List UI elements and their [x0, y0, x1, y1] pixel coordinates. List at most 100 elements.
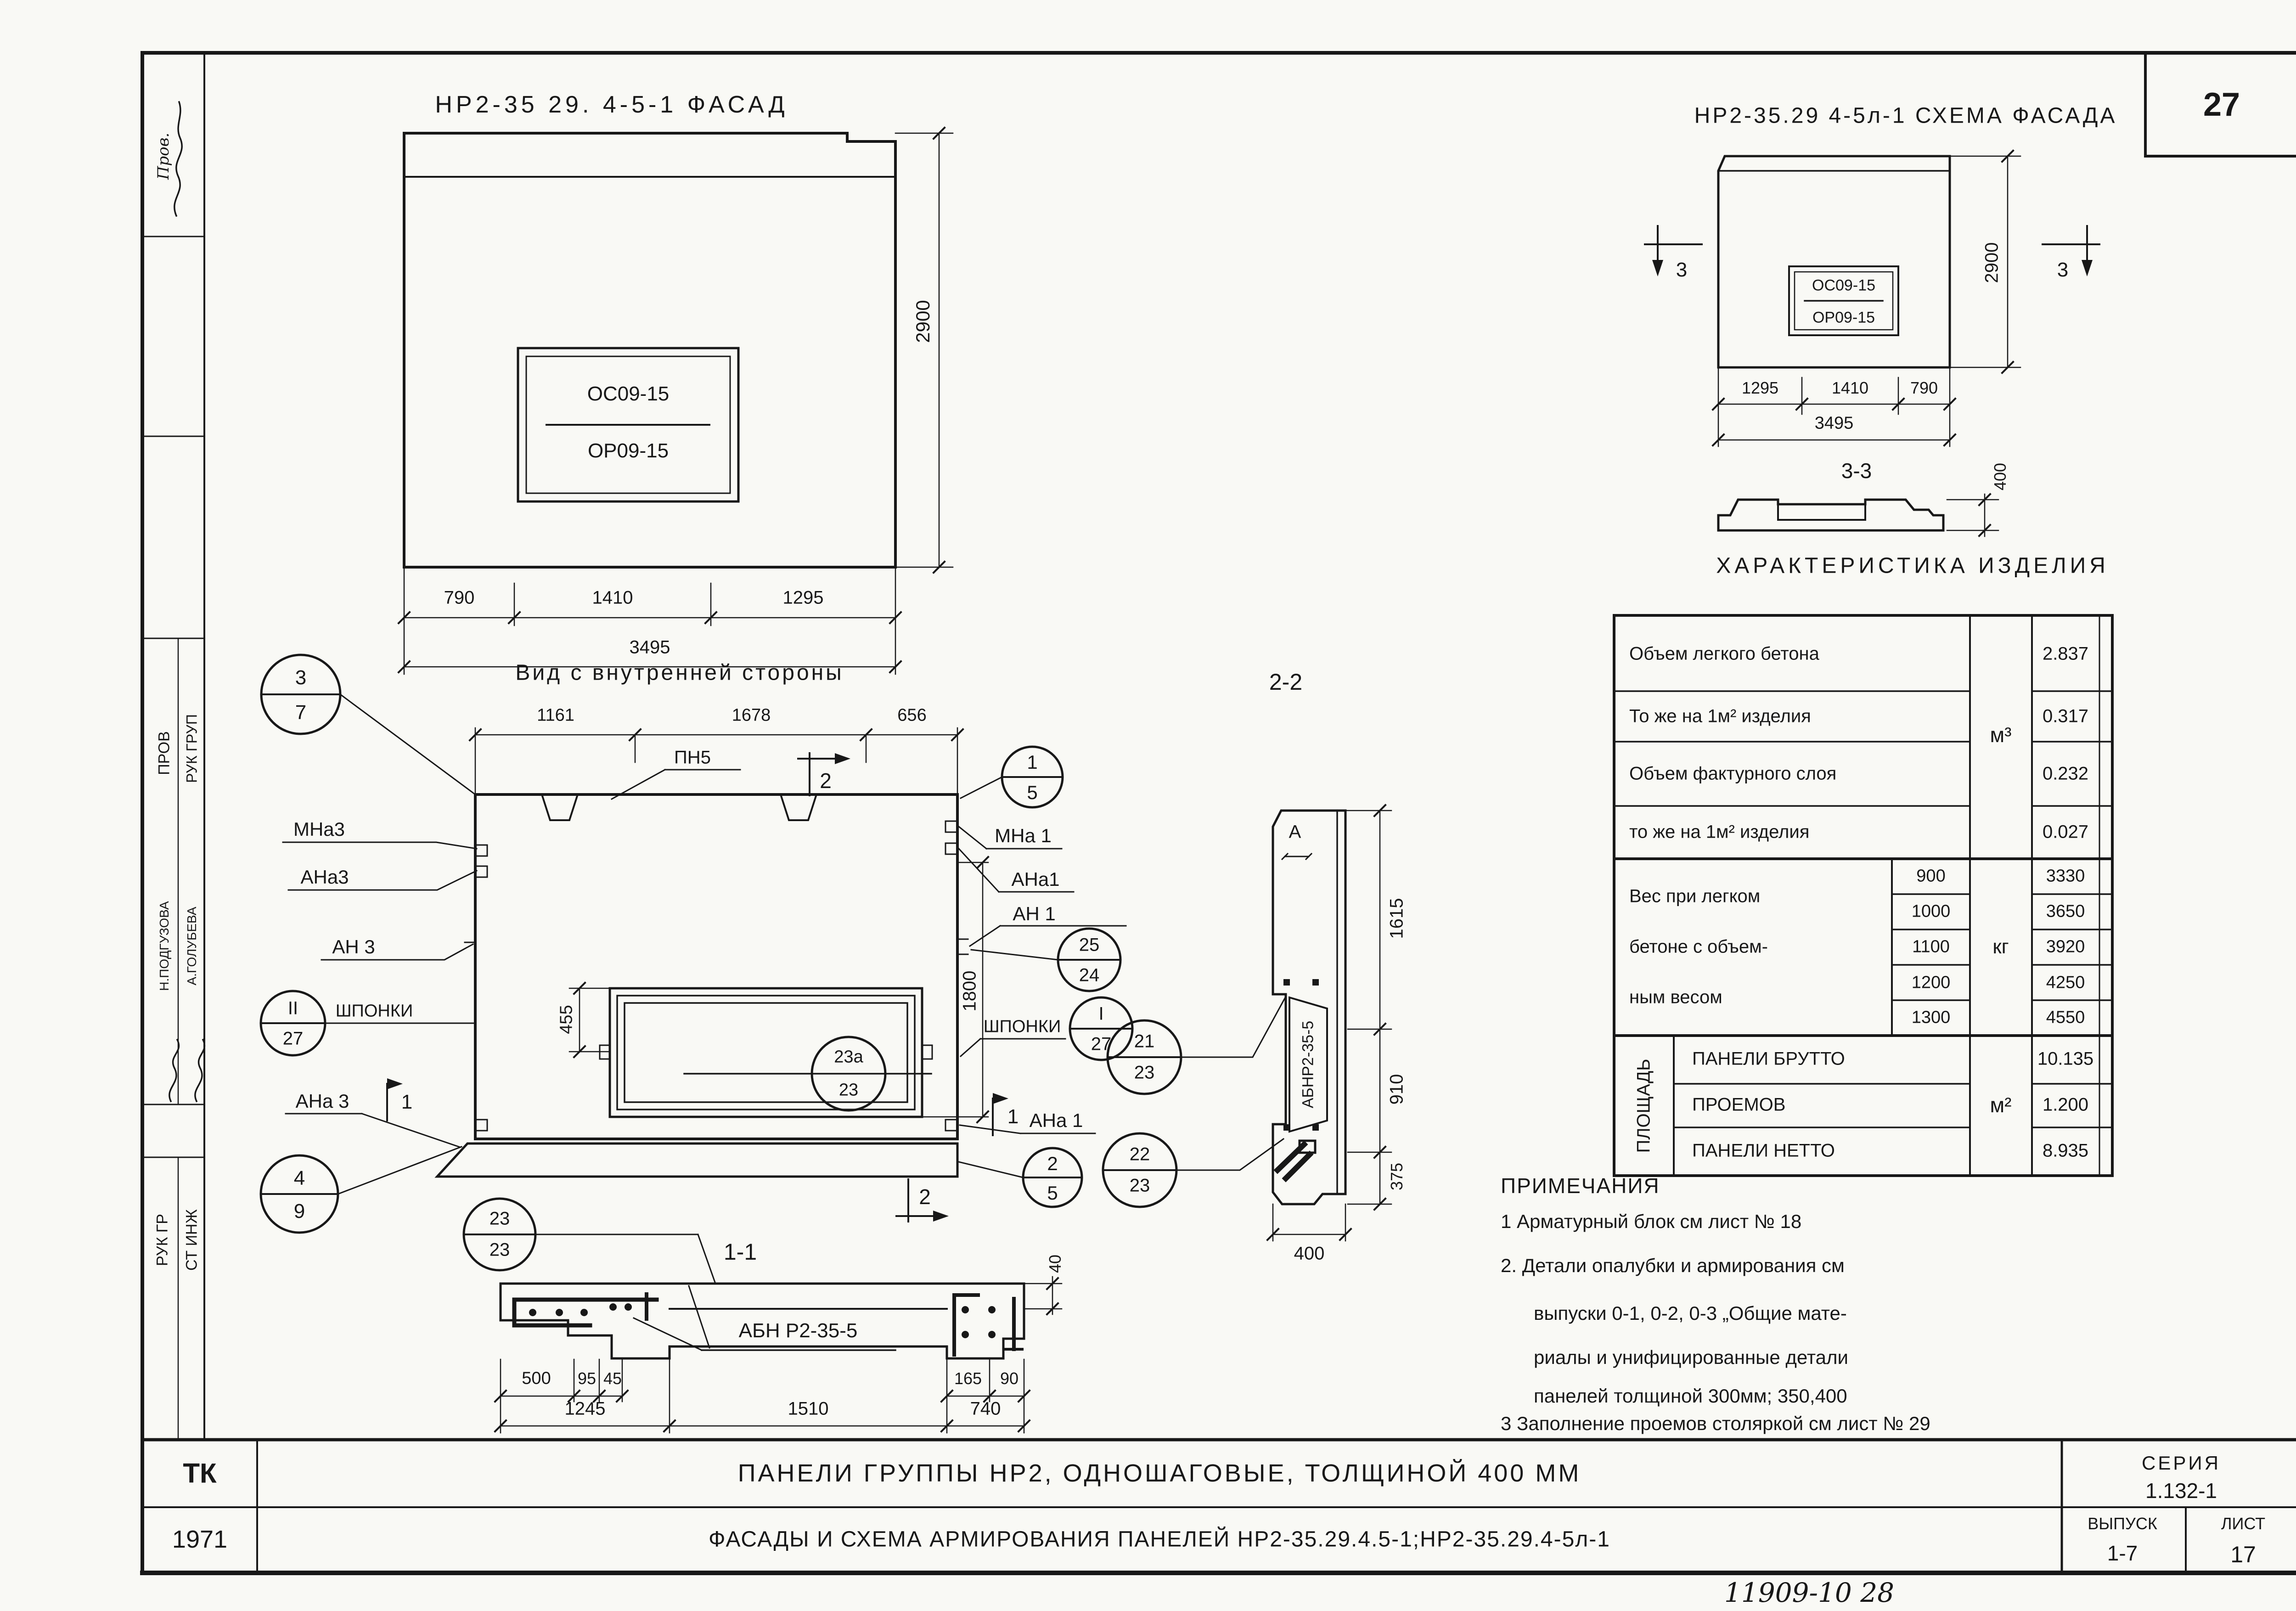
stamp-podguzova-name: Н.ПОДГУЗОВА: [157, 901, 171, 991]
dim-455: 455: [557, 1005, 576, 1034]
dim-910: 910: [1386, 1074, 1407, 1105]
callout-23-23-bottom: 23: [489, 1239, 510, 1260]
inner-dim-a: 1161: [537, 705, 574, 725]
callout-22-23-bottom: 23: [1129, 1175, 1150, 1196]
title-block-lines: [141, 1438, 2296, 1574]
dim-1800: 1800: [959, 970, 980, 1012]
note-2-line2: выпуски 0-1, 0-2, 0-3 „Общие мате-: [1534, 1302, 1847, 1324]
area-row3-value: 8.935: [2042, 1140, 2089, 1161]
char-row1-label: Объем легкого бетона: [1629, 643, 1819, 664]
callout-3-7-top: 3: [295, 666, 307, 689]
section-3-3-title: 3-3: [1841, 459, 1872, 483]
weight-label-line1: Вес при легком: [1629, 886, 1761, 907]
callout-II-27-top: II: [287, 998, 298, 1019]
a-mark: А: [1289, 822, 1301, 842]
ana1b-label: АНа 1: [1029, 1110, 1083, 1131]
callout-1-5-bottom: 5: [1027, 782, 1038, 803]
shponki-right-label: ШПОНКИ: [983, 1017, 1061, 1036]
stamp-ruk-gr-label: РУК ГР: [153, 1214, 171, 1266]
facade-dim-a: 790: [444, 587, 475, 608]
weight-value-3: 3920: [2046, 937, 2085, 957]
inner-view-title: Вид с внутренней стороны: [515, 660, 844, 685]
note-2-line1: 2. Детали опалубки и армирования см: [1501, 1255, 1845, 1276]
section-3-3-drawing: [1717, 493, 1999, 537]
callout-I-27-top: I: [1098, 1003, 1104, 1024]
callout-4-9-top: 4: [293, 1167, 305, 1189]
section-1-1-title: 1-1: [723, 1239, 757, 1265]
callout-I-27-bottom: 27: [1091, 1034, 1112, 1054]
note-1: 1 Арматурный блок см лист № 18: [1501, 1211, 1802, 1232]
unit-m3: м³: [1990, 723, 2012, 747]
note-2-line3: риалы и унифицированные детали: [1534, 1346, 1848, 1368]
dim-400-sec22: 400: [1294, 1243, 1325, 1264]
area-row3-label: ПАНЕЛИ НЕТТО: [1692, 1140, 1835, 1161]
callout-4-9-bottom: 9: [293, 1200, 305, 1222]
unit-m2: м²: [1990, 1093, 2012, 1117]
weight-density-4: 1200: [1911, 973, 1951, 992]
series-value: 1.132-1: [2145, 1479, 2217, 1503]
abn-label: АБН Р2-35-5: [738, 1319, 858, 1342]
callout-22-23-top: 22: [1129, 1144, 1150, 1165]
ana3b-label: АНа 3: [295, 1090, 349, 1112]
dim-1245: 1245: [564, 1398, 606, 1419]
titleblock-line1: ПАНЕЛИ ГРУППЫ НР2, ОДНОШАГОВЫЕ, ТОЛЩИНОЙ…: [737, 1459, 1581, 1487]
list-label: ЛИСТ: [2221, 1514, 2266, 1533]
list-value: 17: [2230, 1542, 2256, 1567]
characteristics-table-lines: [1613, 614, 2114, 1177]
weight-label-line2: бетоне с объем-: [1629, 936, 1768, 957]
flag-1-left: 1: [401, 1091, 413, 1113]
abnr-vertical-label: АБНР2-35-5: [1299, 1020, 1317, 1109]
section-2-2-drawing: [1102, 804, 1392, 1242]
unit-kg: кг: [1992, 935, 2009, 958]
schema-drawing: [1644, 150, 2100, 447]
dim-95: 95: [577, 1369, 597, 1388]
ana3-label: АНа3: [300, 866, 349, 888]
facade-mark-top: ОС09-15: [587, 383, 670, 405]
facade-dim-total: 3495: [629, 637, 670, 658]
issue-value: 1-7: [2107, 1541, 2138, 1565]
weight-value-1: 3330: [2046, 866, 2085, 886]
sheet-frame: [140, 51, 2296, 1575]
characteristics-title: ХАРАКТЕРИСТИКА ИЗДЕЛИЯ: [1716, 553, 2109, 578]
schema-title: НР2-35.29 4-5л-1 СХЕМА ФАСАДА: [1694, 103, 2117, 128]
org-code: ТК: [183, 1458, 217, 1489]
callout-23a-23-bottom: 23: [838, 1080, 859, 1100]
series-label: СЕРИЯ: [2142, 1452, 2221, 1474]
titleblock-line2: ФАСАДЫ И СХЕМА АРМИРОВАНИЯ ПАНЕЛЕЙ НР2-3…: [709, 1527, 1610, 1552]
weight-density-5: 1300: [1911, 1008, 1951, 1027]
callout-2-5-top: 2: [1047, 1153, 1058, 1174]
dim-500: 500: [522, 1369, 551, 1388]
schema-dim-height: 2900: [1981, 242, 2002, 283]
callout-21-23-bottom: 23: [1134, 1062, 1155, 1083]
char-row2-value: 0.317: [2042, 706, 2089, 727]
callout-25-24-top: 25: [1079, 935, 1100, 955]
facade-drawing: [398, 127, 954, 675]
section-2-2-title: 2-2: [1269, 669, 1303, 695]
section-3-marker-right: 3: [2057, 259, 2069, 281]
year-label: 1971: [172, 1526, 228, 1553]
char-row4-label: то же на 1м² изделия: [1629, 822, 1810, 842]
facade-dim-c: 1295: [782, 587, 824, 608]
schema-dim-total: 3495: [1814, 413, 1854, 433]
inner-dim-c: 656: [897, 705, 927, 725]
weight-density-2: 1000: [1911, 901, 1951, 921]
weight-density-1: 900: [1916, 866, 1946, 886]
schema-mark-bottom: ОР09-15: [1812, 309, 1875, 327]
weight-value-5: 4550: [2046, 1008, 2085, 1027]
area-row1-label: ПАНЕЛИ БРУТТО: [1692, 1048, 1845, 1069]
an1-label: АН 1: [1013, 903, 1056, 924]
mna3-label: МНа3: [293, 818, 345, 840]
callout-25-24-bottom: 24: [1079, 965, 1100, 986]
note-2-line4: панелей толщиной 300мм; 350,400: [1534, 1385, 1847, 1407]
section-3-marker-left: 3: [1676, 259, 1688, 281]
weight-density-3: 1100: [1912, 937, 1950, 957]
callout-1-5-top: 1: [1027, 751, 1038, 773]
char-row1-value: 2.837: [2042, 643, 2089, 664]
facade-dim-b: 1410: [592, 587, 633, 608]
inventory-number: 11909-10 28: [1724, 1577, 1895, 1608]
stamp-golubeva-name: А.ГОЛУБЕВА: [185, 907, 199, 986]
schema-mark-top: ОС09-15: [1812, 276, 1875, 294]
note-3: 3 Заполнение проемов столяркой см лист №…: [1501, 1413, 1930, 1434]
